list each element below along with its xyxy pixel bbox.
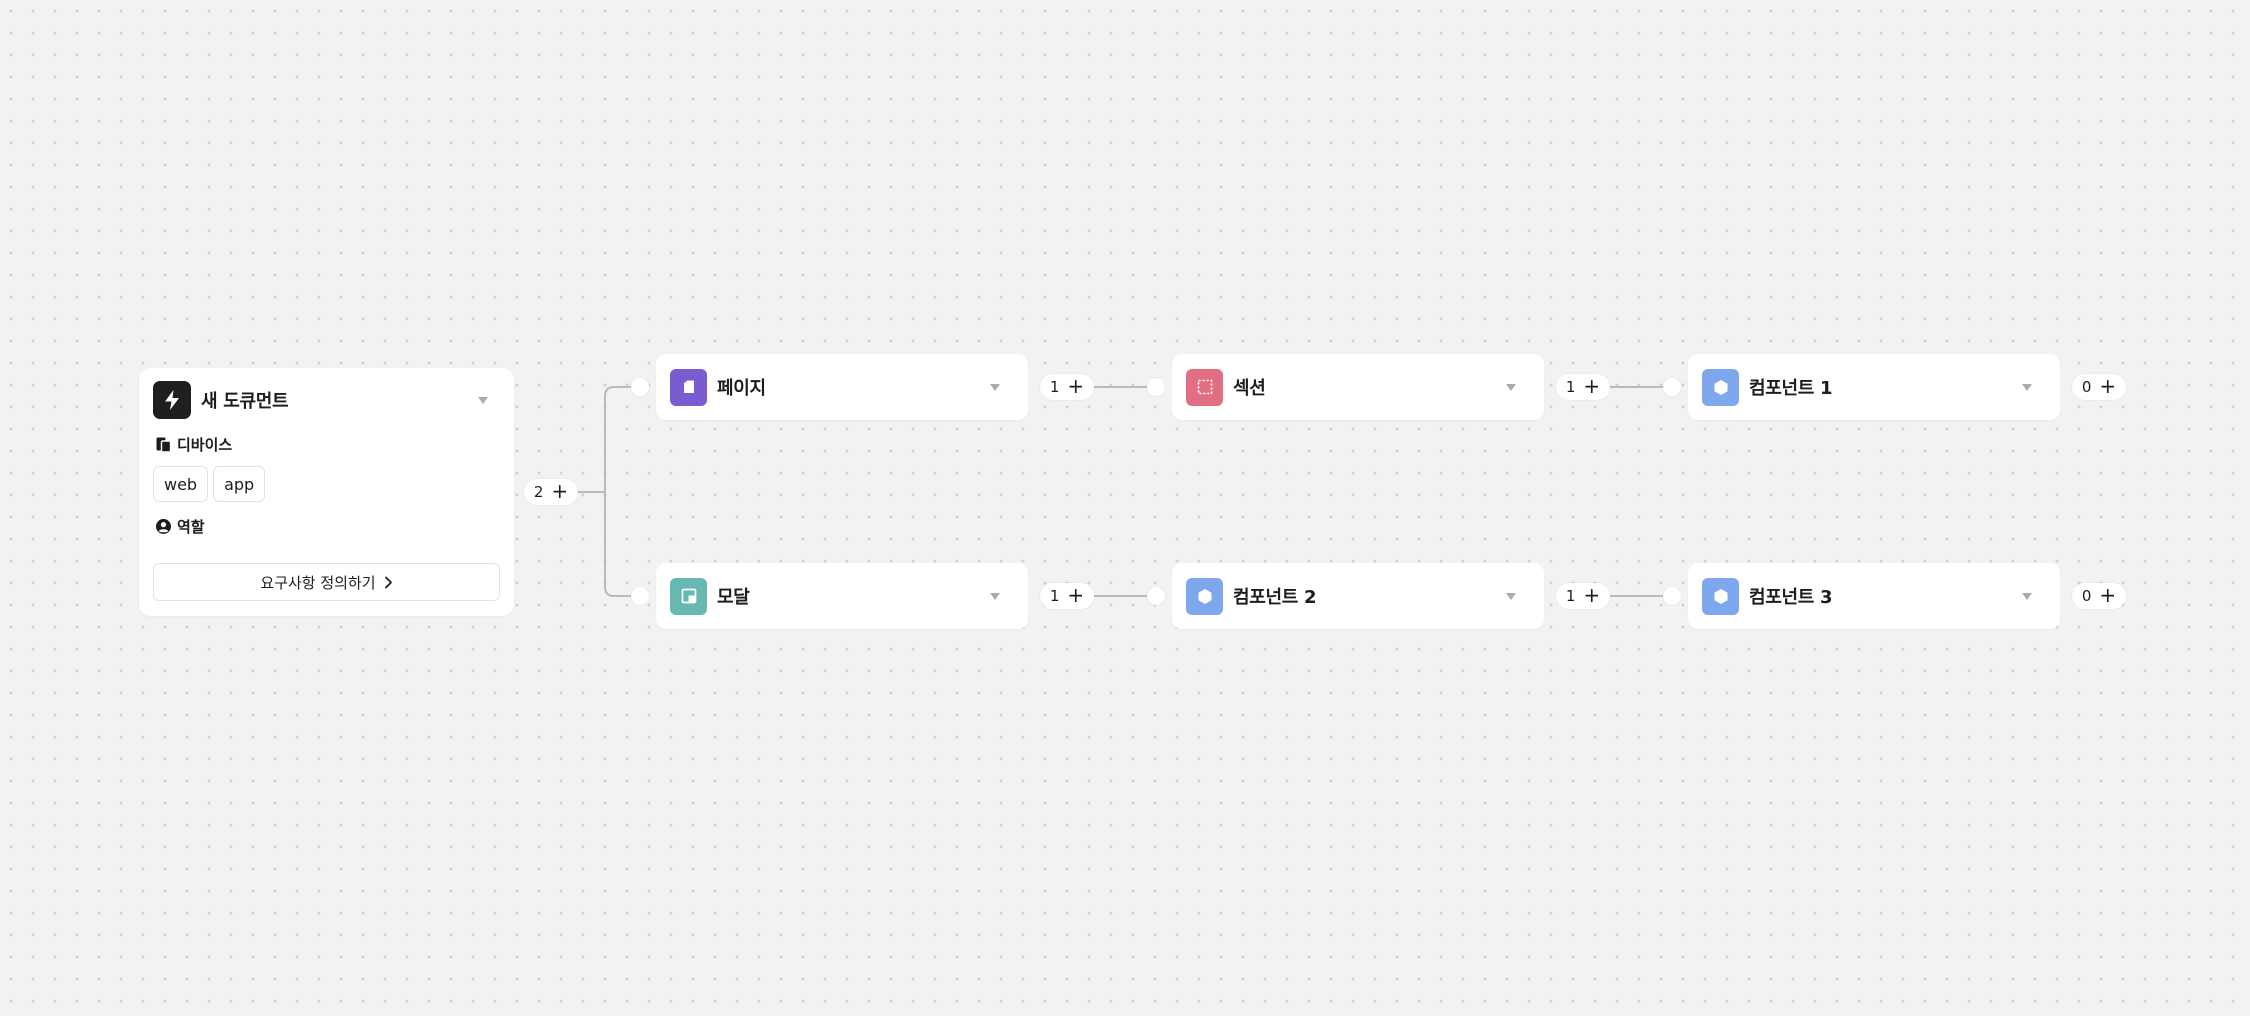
document-title[interactable]: 새 도큐먼트 [201,391,289,412]
page-icon [670,368,707,406]
input-port-section[interactable] [1147,378,1165,396]
input-port-component-2[interactable] [1147,587,1165,605]
node-page-title: 페이지 [717,378,766,399]
node-component-1-count: 0 [2081,378,2092,396]
node-modal-title: 모달 [717,587,750,608]
node-component-1-count-pill[interactable]: 0 + [2072,374,2126,400]
component-icon [1702,368,1739,406]
node-component-1-title: 컴포넌트 1 [1749,378,1833,399]
lightning-icon [153,381,191,419]
plus-icon: + [551,479,569,503]
node-component-2[interactable]: 컴포넌트 2 [1172,563,1544,629]
node-component-3-title: 컴포넌트 3 [1749,587,1833,608]
plus-icon: + [1583,374,1601,398]
define-requirements-button[interactable]: 요구사항 정의하기 [153,563,500,601]
plus-icon: + [2099,583,2117,607]
role-label: 역할 [155,516,205,537]
device-label-text: 디바이스 [177,436,233,454]
node-component-3-caret[interactable] [2022,592,2032,600]
node-component-2-count-pill[interactable]: 1 + [1556,583,1610,609]
node-section-caret[interactable] [1506,383,1516,391]
node-modal-count-pill[interactable]: 1 + [1040,583,1094,609]
document-dropdown-caret[interactable] [478,396,488,404]
chevron-right-icon [384,576,393,589]
node-component-3-count-pill[interactable]: 0 + [2072,583,2126,609]
section-icon [1186,368,1223,406]
plus-icon: + [1067,583,1085,607]
device-chip-app[interactable]: app [213,466,266,502]
node-page-count-pill[interactable]: 1 + [1040,374,1094,400]
component-icon [1702,577,1739,615]
node-section-count: 1 [1565,378,1576,396]
node-component-3-count: 0 [2081,587,2092,605]
wire-branch-top [604,386,638,597]
node-page-caret[interactable] [990,383,1000,391]
device-chips: web app [153,466,266,502]
node-component-2-caret[interactable] [1506,592,1516,600]
root-child-count-pill[interactable]: 2 + [524,479,578,505]
input-port-component-3[interactable] [1663,587,1681,605]
node-component-1-caret[interactable] [2022,383,2032,391]
device-chip-web[interactable]: web [153,466,209,502]
plus-icon: + [1067,374,1085,398]
input-port-component-1[interactable] [1663,378,1681,396]
node-page[interactable]: 페이지 [656,354,1028,420]
input-port-page[interactable] [631,378,649,396]
plus-icon: + [2099,374,2117,398]
node-modal-caret[interactable] [990,592,1000,600]
plus-icon: + [1583,583,1601,607]
modal-icon [670,577,707,615]
device-label: 디바이스 [155,434,232,455]
node-component-3[interactable]: 컴포넌트 3 [1688,563,2060,629]
input-port-modal[interactable] [631,587,649,605]
node-section[interactable]: 섹션 [1172,354,1544,420]
user-circle-icon [155,518,172,535]
device-icon [155,436,172,453]
node-section-count-pill[interactable]: 1 + [1556,374,1610,400]
component-icon [1186,577,1223,615]
node-section-title: 섹션 [1233,378,1266,399]
document-card-header: 새 도큐먼트 [153,380,500,420]
define-requirements-label: 요구사항 정의하기 [260,573,376,592]
node-component-1[interactable]: 컴포넌트 1 [1688,354,2060,420]
node-modal-count: 1 [1049,587,1060,605]
node-component-2-title: 컴포넌트 2 [1233,587,1317,608]
document-card[interactable]: 새 도큐먼트 디바이스 web app [139,368,514,616]
node-modal[interactable]: 모달 [656,563,1028,629]
role-label-text: 역할 [177,518,205,536]
root-child-count: 2 [533,483,544,501]
node-page-count: 1 [1049,378,1060,396]
node-component-2-count: 1 [1565,587,1576,605]
